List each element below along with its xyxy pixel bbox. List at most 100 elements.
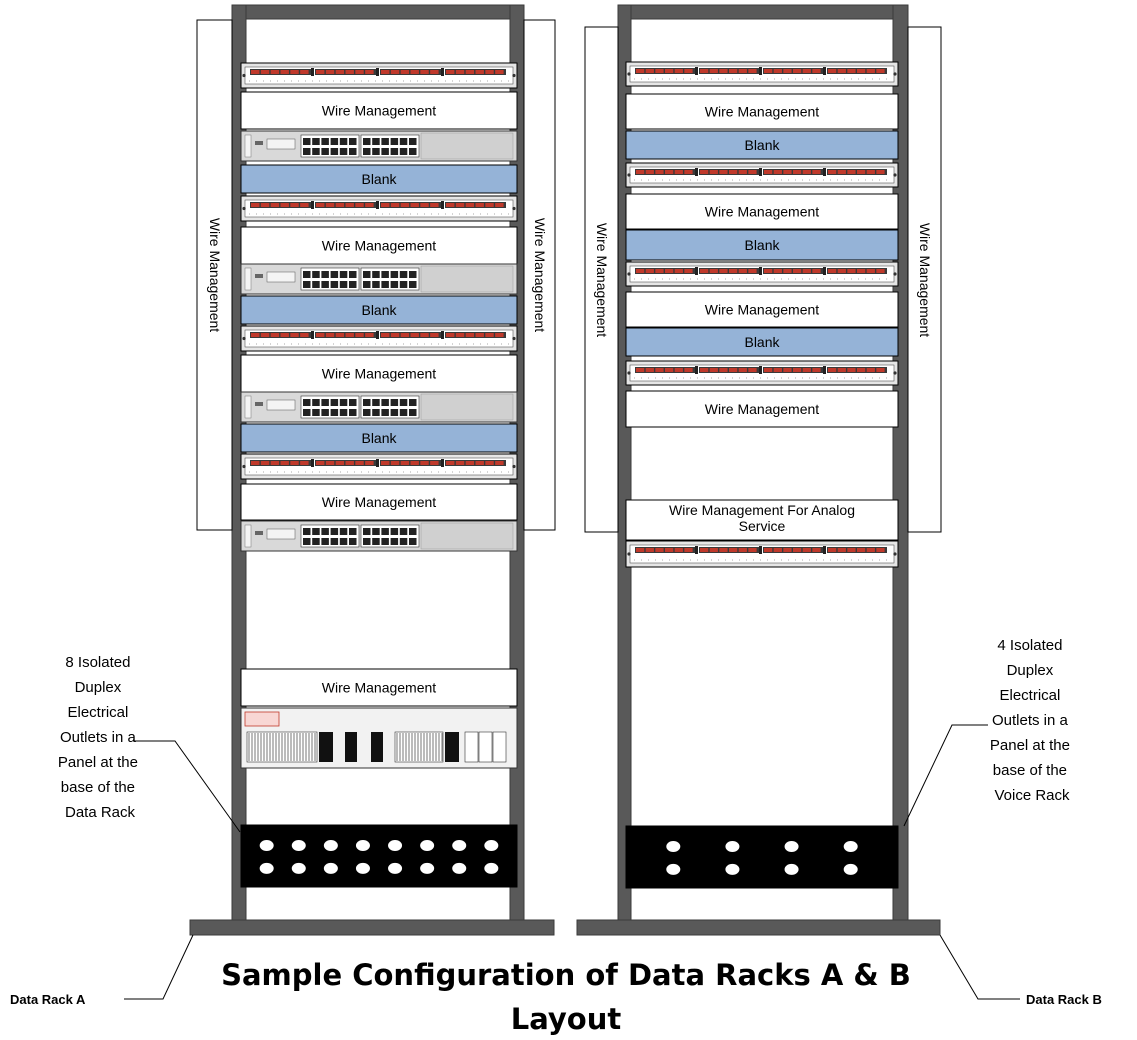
port-divider: [823, 168, 826, 176]
mount-screw: [893, 173, 897, 177]
rack-a-annotation: 8 Isolated Duplex Electrical Outlets in …: [58, 654, 241, 833]
port-jack: [290, 70, 299, 74]
port-jack: [335, 70, 345, 74]
port-jack: [857, 368, 866, 372]
port-divider: [311, 68, 314, 76]
port-jack: [280, 70, 289, 74]
ethernet-port: [409, 538, 417, 545]
port-jack: [655, 170, 664, 174]
blank-panel: [240, 164, 518, 194]
rack-b-annotation-leader: [903, 724, 988, 827]
switch-handle: [244, 134, 252, 158]
outlet-receptacle: [291, 839, 306, 851]
blank-panel: [240, 295, 518, 325]
mount-screw: [893, 72, 897, 76]
rack-b-annotation: 4 Isolated Duplex Electrical Outlets in …: [903, 637, 1070, 827]
port-jack: [700, 170, 709, 174]
port-jack: [325, 333, 335, 337]
ethernet-port: [409, 138, 417, 145]
port-jack: [783, 548, 792, 552]
port-jack: [316, 70, 325, 74]
wire-manager-panel: [625, 499, 899, 541]
port-jack: [645, 170, 654, 174]
port-jack: [709, 548, 718, 552]
switch-blank-area: [420, 522, 514, 550]
port-jack: [316, 333, 325, 337]
ethernet-port: [330, 399, 339, 406]
port-jack: [684, 69, 693, 73]
ethernet-port: [312, 538, 320, 545]
port-jack: [345, 203, 354, 207]
port-jack: [410, 333, 419, 337]
port-jack: [345, 461, 354, 465]
port-jack: [636, 170, 645, 174]
port-jack: [828, 269, 837, 273]
mount-screw: [512, 206, 516, 211]
ethernet-port: [381, 409, 389, 416]
port-jack: [866, 548, 875, 552]
ethernet-port: [381, 528, 389, 535]
rack-unit-patch: [625, 360, 899, 386]
outlet-receptacle: [843, 840, 858, 852]
port-jack: [290, 333, 299, 337]
ethernet-port: [339, 281, 348, 288]
ethernet-port: [349, 271, 357, 278]
ethernet-port: [312, 409, 320, 416]
port-jack: [764, 548, 773, 552]
port-jack: [876, 368, 885, 372]
port-jack: [455, 70, 465, 74]
port-divider: [823, 546, 826, 554]
port-jack: [355, 461, 364, 465]
port-jack: [365, 333, 374, 337]
port-jack: [748, 170, 757, 174]
port-jack: [410, 203, 419, 207]
port-jack: [335, 333, 345, 337]
port-jack: [475, 461, 484, 465]
rack-b-annotation-line: Outlets in a: [992, 712, 1069, 729]
port-jack: [748, 269, 757, 273]
port-jack: [700, 368, 709, 372]
mount-screw: [627, 371, 631, 375]
rack-unit-outlets: [625, 825, 899, 889]
rack-unit-patch: [240, 325, 518, 352]
ethernet-port: [390, 528, 399, 535]
port-jack: [290, 203, 299, 207]
outlet-receptacle: [784, 840, 799, 852]
port-jack: [446, 70, 455, 74]
port-jack: [847, 368, 856, 372]
rack-a-annotation-line: 8 Isolated: [65, 654, 130, 671]
port-jack: [365, 203, 374, 207]
blank-panel: [625, 130, 899, 160]
mount-screw: [893, 552, 897, 556]
ups-module: [345, 732, 357, 762]
outlet-panel: [625, 825, 899, 889]
port-jack: [764, 368, 773, 372]
wire-manager-label: Service: [739, 518, 786, 534]
ethernet-port: [321, 528, 329, 535]
blank-panel-label: Blank: [361, 302, 397, 318]
ups-logo-badge: [244, 711, 280, 727]
port-jack: [709, 269, 718, 273]
port-jack: [709, 69, 718, 73]
port-jack: [365, 70, 374, 74]
port-jack: [793, 368, 802, 372]
wire-manager-panel: [240, 668, 518, 707]
outlet-receptacle: [484, 839, 499, 851]
ethernet-port: [409, 271, 417, 278]
rack-a-annotation-line: Panel at the: [58, 754, 138, 771]
port-jack: [729, 368, 738, 372]
port-jack: [495, 461, 504, 465]
port-jack: [857, 269, 866, 273]
port-jack: [793, 170, 802, 174]
port-jack: [847, 269, 856, 273]
outlet-receptacle: [323, 839, 338, 851]
port-jack: [645, 269, 654, 273]
ethernet-port: [330, 148, 339, 155]
port-jack: [475, 333, 484, 337]
port-jack: [390, 203, 400, 207]
switch-blank-area: [420, 132, 514, 160]
port-jack: [837, 269, 846, 273]
port-jack: [665, 368, 674, 372]
port-jack: [280, 203, 289, 207]
